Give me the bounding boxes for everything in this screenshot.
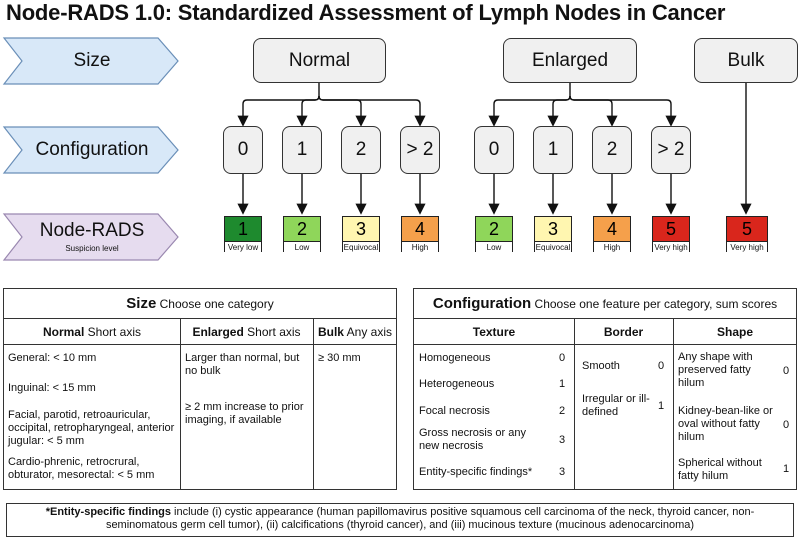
enlarged-criterion: Larger than normal, but no bulk bbox=[185, 352, 300, 377]
shape-feature: Any shape with preserved fatty hilum bbox=[678, 351, 753, 389]
border-feature: Irregular or ill-defined bbox=[582, 393, 650, 418]
border-score: 1 bbox=[658, 400, 665, 412]
shape-feature: Kidney-bean-like or oval without fatty h… bbox=[678, 405, 773, 443]
config-box: 2 bbox=[341, 126, 381, 174]
normal-branch-arrows bbox=[237, 83, 426, 127]
size-box-enlarged: Enlarged bbox=[503, 38, 637, 83]
size-panel-header: Size Choose one category bbox=[4, 295, 396, 312]
size-row-label: Size bbox=[73, 50, 111, 71]
config-box: 1 bbox=[533, 126, 573, 174]
texture-feature: Focal necrosis bbox=[419, 405, 490, 417]
bulk-criterion: ≥ 30 mm bbox=[318, 352, 361, 364]
enlarged-criterion: ≥ 2 mm increase to prior imaging, if ava… bbox=[185, 401, 304, 426]
texture-feature: Gross necrosis or any new necrosis bbox=[419, 427, 526, 452]
size-panel-title: Size bbox=[126, 295, 157, 312]
config-col-border: Border bbox=[603, 325, 644, 339]
size-box-normal: Normal bbox=[253, 38, 386, 83]
score-number: 5 bbox=[727, 217, 767, 242]
score-number: 3 bbox=[343, 217, 379, 242]
score-number: 4 bbox=[402, 217, 438, 242]
texture-score: 2 bbox=[559, 405, 566, 417]
shape-score: 1 bbox=[783, 463, 790, 475]
config-box: 2 bbox=[592, 126, 632, 174]
texture-score: 3 bbox=[559, 466, 566, 478]
size-panel-subtitle: Choose one category bbox=[159, 297, 274, 311]
size-col-normal: Normal Short axis bbox=[42, 325, 142, 339]
texture-score: 0 bbox=[559, 352, 566, 364]
texture-feature: Homogeneous bbox=[419, 352, 491, 364]
texture-feature: Heterogeneous bbox=[419, 378, 495, 390]
configuration-panel-subtitle: Choose one feature per category, sum sco… bbox=[534, 297, 778, 311]
score-level: Very high bbox=[727, 242, 767, 253]
score-level: Low bbox=[476, 242, 512, 253]
score-level: Low bbox=[284, 242, 320, 253]
shape-score: 0 bbox=[783, 419, 790, 431]
footnote: *Entity-specific findings include (i) cy… bbox=[6, 503, 794, 537]
texture-score: 1 bbox=[559, 378, 566, 390]
configuration-panel: Configuration Choose one feature per cat… bbox=[413, 288, 797, 490]
score-number: 3 bbox=[535, 217, 571, 242]
configuration-row-label: Configuration bbox=[35, 139, 149, 160]
score-level: Very high bbox=[653, 242, 689, 253]
diagram-connectors bbox=[2, 37, 752, 261]
texture-score: 3 bbox=[559, 434, 566, 446]
texture-feature: Entity-specific findings* bbox=[419, 466, 533, 478]
config-col-texture: Texture bbox=[472, 325, 516, 339]
footnote-label: *Entity-specific findings bbox=[45, 506, 171, 518]
configuration-row-arrow bbox=[2, 126, 179, 174]
size-col-bulk: Bulk Any axis bbox=[317, 325, 393, 339]
normal-criterion: Inguinal: < 15 mm bbox=[8, 382, 96, 394]
size-box-bulk: Bulk bbox=[694, 38, 798, 83]
config-box: > 2 bbox=[651, 126, 691, 174]
score-number: 4 bbox=[594, 217, 630, 242]
score-level: Very low bbox=[225, 242, 261, 253]
noderads-row-label: Node-RADS bbox=[39, 220, 145, 241]
border-score: 0 bbox=[658, 360, 665, 372]
noderads-row-sublabel: Suspicion level bbox=[65, 244, 119, 253]
normal-criterion: Facial, parotid, retroauricular, occipit… bbox=[8, 409, 175, 447]
size-panel: Size Choose one category Normal Short ax… bbox=[3, 288, 397, 490]
config-score-arrows bbox=[237, 174, 677, 215]
shape-score: 0 bbox=[783, 365, 790, 377]
border-feature: Smooth bbox=[582, 360, 620, 372]
score-number: 5 bbox=[653, 217, 689, 242]
score-level: Equivocal bbox=[343, 242, 379, 253]
configuration-panel-header: Configuration Choose one feature per cat… bbox=[414, 295, 796, 312]
score-number: 1 bbox=[225, 217, 261, 242]
enlarged-branch-arrows bbox=[488, 83, 677, 127]
score-number: 2 bbox=[476, 217, 512, 242]
score-level: High bbox=[402, 242, 438, 253]
configuration-panel-title: Configuration bbox=[432, 295, 532, 312]
config-box: 0 bbox=[474, 126, 514, 174]
normal-criterion: General: < 10 mm bbox=[8, 352, 97, 364]
score-number: 2 bbox=[284, 217, 320, 242]
config-box: 1 bbox=[282, 126, 322, 174]
size-col-enlarged: Enlarged Short axis bbox=[192, 325, 301, 339]
footnote-text: include (i) cystic appearance (human pap… bbox=[105, 506, 755, 531]
config-box: > 2 bbox=[400, 126, 440, 174]
score-level: High bbox=[594, 242, 630, 253]
size-row-arrow bbox=[2, 37, 179, 85]
score-level: Equivocal bbox=[535, 242, 571, 253]
noderads-row-arrow bbox=[2, 213, 179, 261]
config-box: 0 bbox=[223, 126, 263, 174]
shape-feature: Spherical without fatty hilum bbox=[678, 457, 762, 482]
normal-criterion: Cardio-phrenic, retrocrural, obturator, … bbox=[8, 456, 155, 481]
page-title: Node-RADS 1.0: Standardized Assessment o… bbox=[6, 0, 726, 25]
config-col-shape: Shape bbox=[716, 325, 753, 339]
